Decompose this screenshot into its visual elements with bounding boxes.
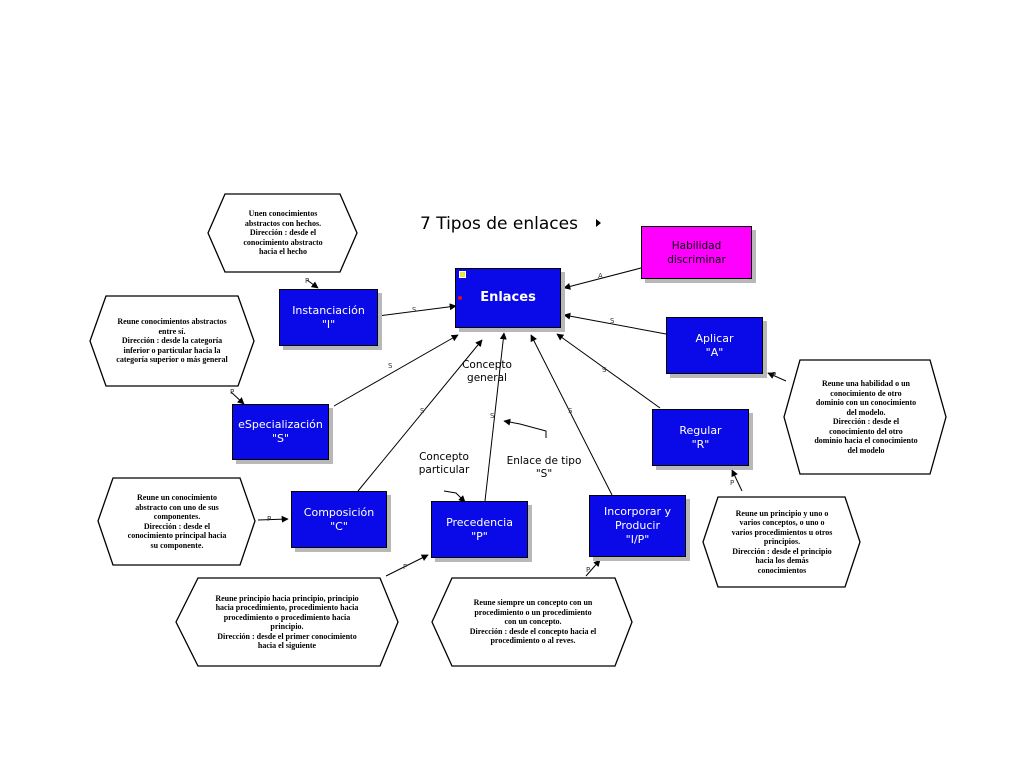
- link-habilidad-enlaces: [563, 267, 642, 290]
- node-especializacion-label: eSpecialización "S": [238, 418, 323, 445]
- link-label-p-3: P: [267, 515, 272, 523]
- note-composicion-text: Reune un conocimiento abstracto con uno …: [127, 493, 227, 550]
- link-label-p-5: P: [586, 566, 591, 574]
- node-especializacion[interactable]: eSpecialización "S": [232, 404, 329, 460]
- link-note-precedencia: [385, 554, 429, 577]
- node-precedencia-label: Precedencia "P": [446, 515, 513, 543]
- pointer-enlace-tipo-s: [503, 418, 547, 438]
- node-enlaces-label: Enlaces: [480, 290, 536, 305]
- link-label-p-2: P: [230, 388, 235, 396]
- link-incorporar-enlaces: [530, 334, 613, 496]
- node-habilidad[interactable]: Habilidad discriminar: [641, 226, 752, 279]
- link-composicion-enlaces: [357, 339, 483, 492]
- node-instanciacion[interactable]: Instanciación "I": [279, 289, 378, 346]
- link-note-aplicar: [767, 372, 787, 382]
- link-label-s-5: S: [568, 407, 573, 415]
- title-arrow-icon: [596, 219, 601, 227]
- link-precedencia-enlaces: [484, 332, 507, 502]
- link-note-incorporar: [585, 559, 601, 577]
- note-hexagon-precedencia: [175, 577, 399, 667]
- link-label-s-7: S: [610, 317, 615, 325]
- link-label-s-3: S: [420, 407, 425, 415]
- node-regular-label: Regular "R": [679, 423, 722, 451]
- link-label-s-2: S: [388, 362, 393, 370]
- link-label-s-6: S: [602, 366, 607, 374]
- link-note-especializacion: [230, 391, 245, 405]
- node-habilidad-label: Habilidad discriminar: [667, 239, 726, 266]
- note-hexagon-composicion: [97, 477, 256, 566]
- node-composicion[interactable]: Composición "C": [291, 491, 387, 548]
- note-instanciacion-text: Unen conocimientos abstractos con hechos…: [243, 209, 323, 257]
- node-incorporar[interactable]: Incorporar y Producir "I/P": [589, 495, 686, 557]
- link-especializacion-enlaces: [333, 334, 459, 407]
- note-regular-text: Reune un principio y uno o varios concep…: [731, 508, 833, 575]
- link-label-p-7: P: [772, 371, 777, 379]
- link-label-p-1: P: [305, 277, 310, 285]
- note-aplicar-text: Reune una habilidad o un conocimiento de…: [814, 379, 918, 455]
- pointer-concepto-particular: [443, 490, 466, 503]
- link-instanciacion-enlaces: [377, 303, 457, 317]
- node-instanciacion-label: Instanciación "I": [292, 303, 365, 331]
- node-enlaces[interactable]: Enlaces: [455, 268, 561, 328]
- node-regular[interactable]: Regular "R": [652, 409, 749, 466]
- node-composicion-label: Composición "C": [303, 505, 375, 533]
- link-note-instanciacion: [306, 279, 319, 289]
- diagram-title: 7 Tipos de enlaces: [420, 214, 578, 234]
- annotation-concepto-general: Concepto general: [462, 359, 512, 384]
- note-precedencia-text: Reune principio hacia principio, princip…: [215, 593, 359, 651]
- link-note-composicion: [257, 515, 289, 523]
- note-hexagon-incorporar: [431, 577, 633, 667]
- link-label-s-1: S: [412, 306, 417, 314]
- link-aplicar-enlaces: [563, 312, 667, 335]
- note-hexagon-especializacion: [89, 295, 255, 387]
- link-label-s-4: S: [490, 412, 495, 420]
- link-label-p-6: P: [730, 479, 735, 487]
- note-hexagon-regular: [702, 496, 861, 588]
- link-label-a: A: [598, 272, 603, 280]
- note-hexagon-aplicar: [783, 359, 947, 475]
- node-marker-icon: [459, 271, 466, 278]
- node-aplicar-label: Aplicar "A": [695, 331, 734, 359]
- node-aplicar[interactable]: Aplicar "A": [666, 317, 763, 374]
- annotation-enlace-tipo-s: Enlace de tipo "S": [506, 455, 582, 480]
- link-note-regular: [731, 469, 743, 492]
- note-hexagon-instanciacion: [207, 193, 358, 273]
- link-regular-enlaces: [556, 333, 661, 409]
- link-label-p-4: P: [403, 563, 408, 571]
- node-dot-icon: [458, 296, 462, 300]
- annotation-concepto-particular: Concepto particular: [418, 451, 470, 476]
- node-precedencia[interactable]: Precedencia "P": [431, 501, 528, 558]
- note-incorporar-text: Reune siempre un concepto con un procedi…: [469, 598, 597, 646]
- node-incorporar-label: Incorporar y Producir "I/P": [603, 505, 672, 546]
- note-especializacion-text: Reune conocimientos abstractos entre sí.…: [116, 317, 228, 365]
